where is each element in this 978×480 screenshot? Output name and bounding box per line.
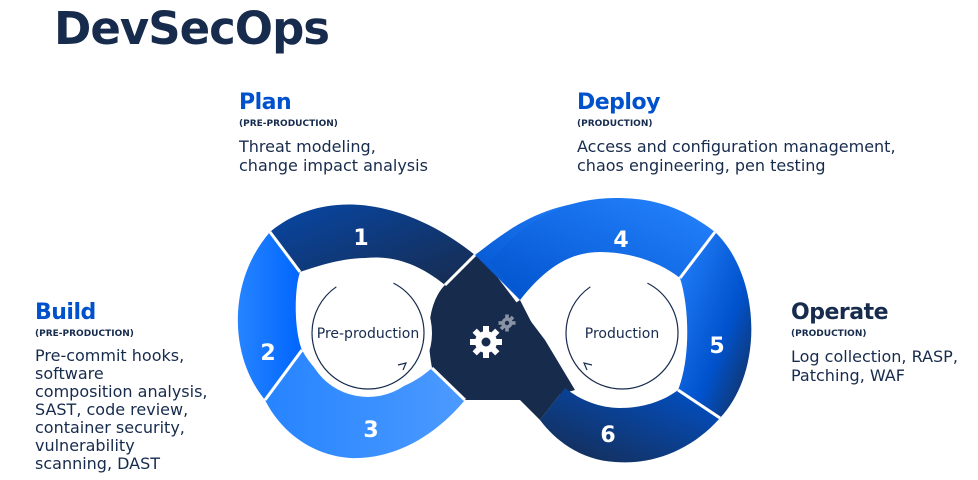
stage-number-6: 6 [600,423,615,448]
segment-5 [678,232,752,418]
build-description: Pre-commit hooks, software composition a… [35,347,208,473]
build-block: Build (PRE-PRODUCTION) Pre-commit hooks,… [35,300,208,473]
stage-number-2: 2 [260,341,275,366]
production-arrow [565,276,679,390]
operate-block: Operate (PRODUCTION) Log collection, RAS… [791,300,958,385]
plan-description: Threat modeling, change impact analysis [239,137,428,175]
operate-description: Log collection, RASP, Patching, WAF [791,347,958,385]
production-label: Production [585,326,659,342]
build-desc-line: container security, [35,418,185,437]
deploy-block: Deploy (PRODUCTION) Access and configura… [577,90,896,175]
gears-icon [470,314,516,358]
pre-production-label: Pre-production [317,326,419,342]
deploy-desc-line: Access and configuration management, [577,137,896,156]
deploy-desc-line: chaos engineering, pen testing [577,156,826,175]
operate-tag: (PRODUCTION) [791,329,867,339]
operate-heading: Operate [791,300,889,325]
segment-3 [265,350,465,459]
deploy-description: Access and configuration management, cha… [577,137,896,175]
deploy-heading: Deploy [577,90,660,115]
segment-6 [540,388,720,463]
segment-2 [237,232,302,400]
deploy-tag: (PRODUCTION) [577,119,653,129]
build-heading: Build [35,300,96,325]
build-desc-line: Pre-commit hooks, [35,346,185,365]
page-title: DevSecOps [54,2,330,55]
build-desc-line: composition analysis, [35,382,208,401]
operate-desc-line: Log collection, RASP, [791,347,958,366]
build-desc-line: SAST, code review, [35,400,189,419]
segment-1 [270,204,475,285]
build-desc-line: scanning, DAST [35,454,161,473]
plan-desc-line: Threat modeling, [239,137,376,156]
stage-number-4: 4 [613,228,628,253]
stage-number-3: 3 [363,418,378,443]
segment-4 [490,198,715,300]
plan-tag: (PRE-PRODUCTION) [239,119,338,129]
build-tag: (PRE-PRODUCTION) [35,329,134,339]
build-desc-line: vulnerability [35,436,135,455]
build-desc-line: software [35,364,104,383]
stage-number-5: 5 [709,334,724,359]
plan-block: Plan (PRE-PRODUCTION) Threat modeling, c… [239,90,428,175]
stage-number-1: 1 [353,226,368,251]
pre-production-arrow [311,276,425,390]
plan-heading: Plan [239,90,292,115]
operate-desc-line: Patching, WAF [791,366,905,385]
plan-desc-line: change impact analysis [239,156,428,175]
